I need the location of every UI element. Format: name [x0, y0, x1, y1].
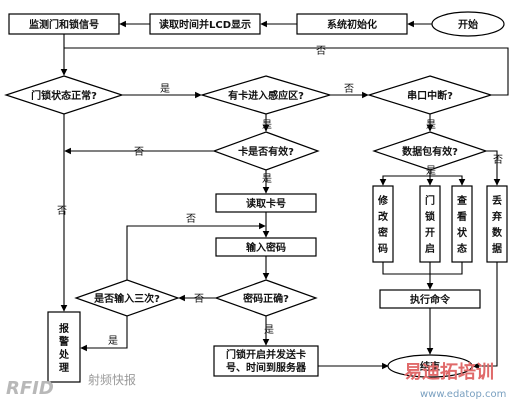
lock-normal-no-label: 否 — [57, 205, 67, 217]
drop-data-char-4: 据 — [492, 242, 502, 255]
input-pwd-text: 输入密码 — [246, 241, 286, 254]
lock-open-char-1: 门 — [425, 194, 435, 207]
end-terminal — [387, 354, 473, 378]
serial-int-yes-label: 是 — [426, 119, 436, 131]
read-card-text: 读取卡号 — [246, 197, 286, 210]
alarm-text-4: 理 — [59, 362, 69, 374]
init-text: 系统初始化 — [327, 18, 377, 31]
packet-valid-text: 数据包有效? — [402, 145, 458, 158]
modify-pwd-char-1: 修 — [377, 194, 389, 207]
modify-pwd-char-4: 码 — [378, 243, 388, 255]
drop-data-char-1: 丢 — [492, 194, 502, 207]
open-send-text-2: 号、时间到服务器 — [226, 361, 307, 374]
pwd-correct-text: 密码正确? — [243, 292, 289, 305]
monitor-text: 监测门和锁信号 — [29, 18, 99, 31]
modify-pwd-char-2: 改 — [378, 210, 389, 223]
three-times-text: 是否输入三次? — [93, 292, 160, 305]
card-valid-no-label: 否 — [134, 146, 144, 158]
three-times-yes-label: 是 — [108, 335, 118, 347]
card-valid-yes-label: 是 — [262, 173, 272, 185]
card-enter-no-label: 否 — [344, 83, 354, 95]
card-valid-text: 卡是否有效? — [238, 145, 294, 158]
loop-no-label: 否 — [316, 45, 326, 57]
lock-normal-yes-label: 是 — [160, 83, 170, 95]
pwd-correct-no-label: 否 — [194, 293, 204, 305]
modify-pwd-char-3: 密 — [378, 226, 388, 239]
exec-cmd-text: 执行命令 — [410, 293, 451, 306]
pwd-correct-yes-label: 是 — [264, 324, 274, 336]
alarm-box — [47, 311, 81, 383]
end-text: 结束 — [420, 360, 441, 373]
start-text: 开始 — [458, 18, 478, 31]
check-state-char-4: 态 — [457, 242, 467, 255]
check-state-char-3: 状 — [457, 226, 468, 239]
check-state-char-1: 查 — [456, 194, 468, 207]
lock-open-char-3: 开 — [425, 227, 435, 239]
card-enter-text: 有卡进入感应区? — [228, 89, 304, 102]
packet-valid-no-label: 否 — [493, 154, 503, 166]
lock-open-char-2: 锁 — [425, 210, 435, 223]
drop-data-char-2: 弃 — [492, 210, 502, 223]
edatop-watermark-logo: 易迪拓培训 — [404, 361, 494, 383]
three-times-no-label: 否 — [186, 213, 196, 225]
alarm-text-1: 报 — [59, 322, 69, 335]
lock-normal-text: 门锁状态正常? — [31, 89, 97, 102]
open-send-text-1: 门锁开启并发送卡 — [226, 348, 306, 361]
read-time-text: 读取时间并LCD显示 — [159, 18, 251, 31]
serial-int-text: 串口中断? — [407, 89, 453, 102]
check-state-char-2: 看 — [457, 210, 467, 223]
rfid-watermark-logo: RFID — [6, 378, 54, 399]
rfid-watermark-text: 射频快报 — [88, 372, 136, 387]
lock-open-char-4: 启 — [425, 242, 435, 255]
edatop-watermark-url: www.edatop.com — [420, 389, 506, 400]
open-send-box — [213, 345, 319, 377]
alarm-text-3: 处 — [58, 348, 70, 361]
drop-data-char-3: 数 — [492, 226, 503, 239]
alarm-text-2: 警 — [58, 335, 69, 348]
card-enter-yes-label: 是 — [262, 119, 272, 131]
packet-valid-yes-label: 是 — [426, 165, 436, 177]
